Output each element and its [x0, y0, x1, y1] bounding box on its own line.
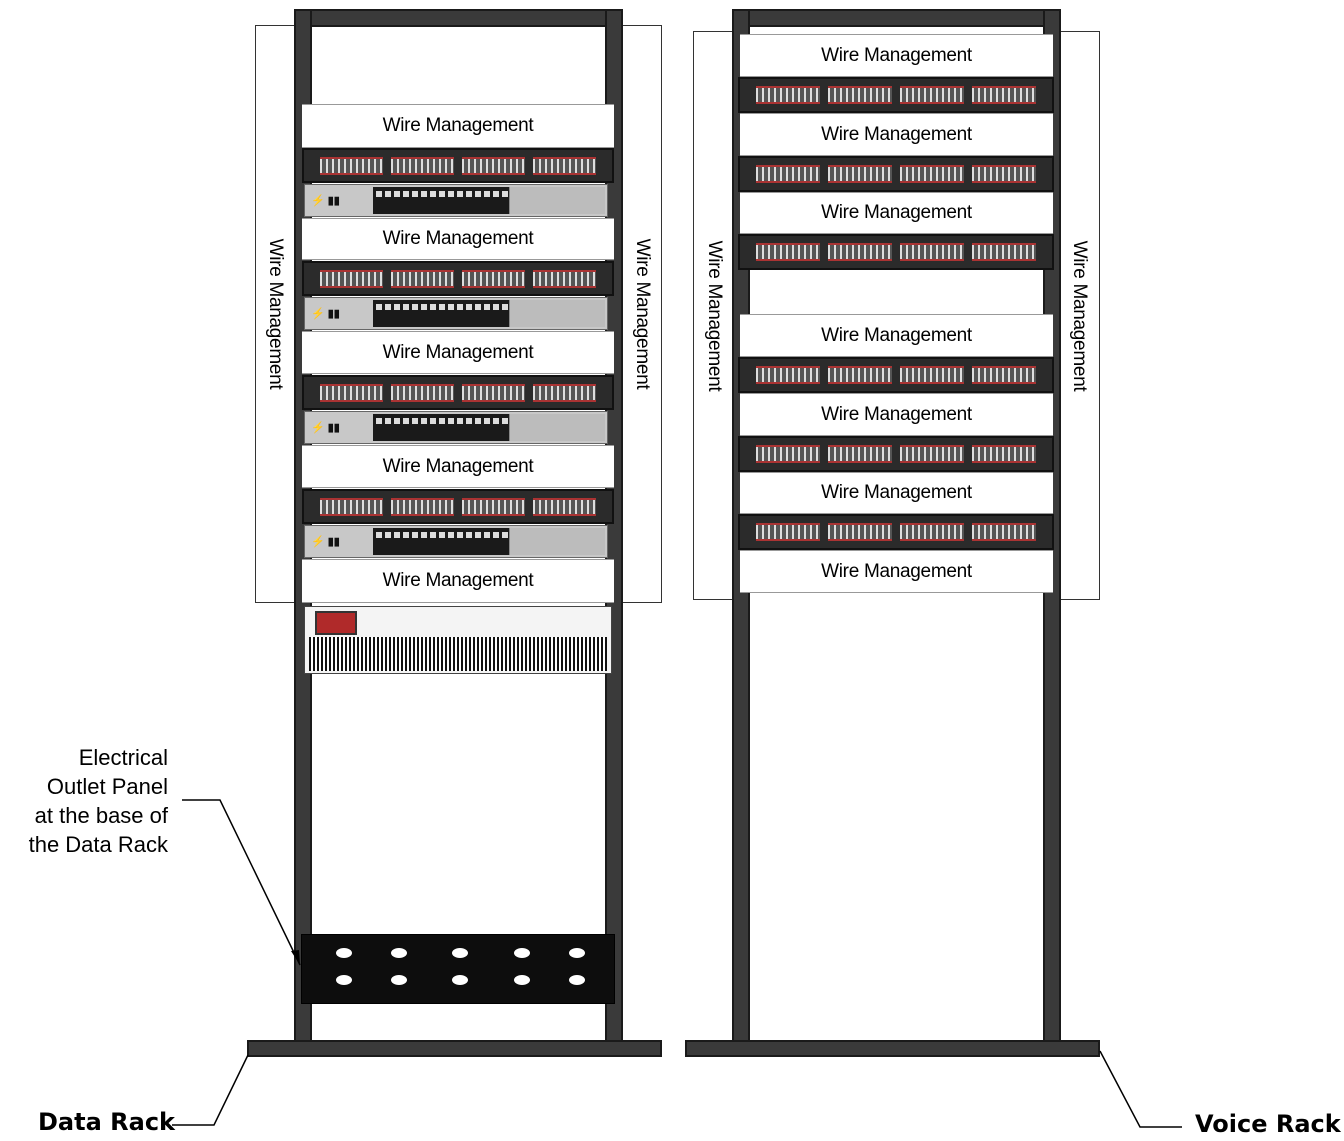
voice-rack-wire-management: Wire Management — [740, 393, 1053, 436]
voice-rack-wire-management: Wire Management — [740, 472, 1053, 514]
data-rack-wire-management: Wire Management — [302, 218, 614, 260]
wire-management-label: Wire Management — [382, 341, 534, 363]
data-rack-wire-management: Wire Management — [302, 104, 614, 148]
data-patch-panel — [302, 261, 614, 296]
switch-logo-icon: ⚡ ▮▮ — [311, 422, 340, 434]
arrowhead-icon — [291, 950, 300, 965]
voice-rack-wire-management: Wire Management — [740, 113, 1053, 156]
wire-management-label: Wire Management — [821, 123, 972, 145]
outlet-icon — [391, 948, 407, 958]
switch-ports — [373, 187, 509, 214]
wire-management-label: Wire Management — [821, 403, 972, 425]
outlet-icon — [514, 975, 530, 985]
switch-ports — [373, 528, 509, 555]
electrical-outlet-panel — [301, 934, 615, 1004]
ups-vents — [309, 637, 607, 671]
callout-line: Outlet Panel — [46, 774, 168, 799]
voice-rack-wire-management: Wire Management — [740, 34, 1053, 77]
switch-ports — [373, 300, 509, 327]
data-rack-leader — [172, 1054, 249, 1126]
voice-patch-panel — [738, 234, 1054, 270]
outlet-icon — [452, 948, 468, 958]
switch-logo-icon: ⚡ ▮▮ — [311, 308, 340, 320]
voice-patch-panel — [738, 156, 1054, 192]
data-patch-panel — [302, 375, 614, 410]
wire-management-label: Wire Management — [821, 44, 972, 66]
wire-management-label: Wire Management — [382, 570, 534, 591]
network-switch: ⚡ ▮▮ — [304, 525, 608, 558]
voice-rack-label: Voice Rack — [1195, 1110, 1341, 1138]
wire-management-label: Wire Management — [382, 115, 534, 136]
voice-patch-panel — [738, 77, 1054, 113]
voice-rack-wire-management: Wire Management — [740, 550, 1053, 593]
data-rack-base — [247, 1040, 662, 1057]
outlet-icon — [391, 975, 407, 985]
outlet-icon — [514, 948, 530, 958]
voice-rack-wire-management: Wire Management — [740, 192, 1053, 234]
data-patch-panel — [302, 489, 614, 524]
ups-indicator-icon — [315, 611, 357, 635]
outlet-icon — [336, 975, 352, 985]
switch-logo-icon: ⚡ ▮▮ — [311, 536, 340, 548]
switch-ports — [373, 414, 509, 441]
wire-management-label: Wire Management — [821, 560, 972, 582]
data-rack-label: Data Rack — [38, 1108, 176, 1136]
voice-patch-panel — [738, 357, 1054, 393]
voice-patch-panel — [738, 436, 1054, 472]
outlet-callout: Electrical Outlet Panel at the base of t… — [29, 743, 168, 859]
data-rack-wire-management: Wire Management — [302, 331, 614, 374]
outlet-icon — [569, 975, 585, 985]
data-rack-wire-management: Wire Management — [302, 559, 614, 603]
wire-management-label: Wire Management — [382, 228, 534, 249]
wire-management-label: Wire Management — [821, 482, 972, 503]
voice-rack-left-wire-management: Wire Management — [693, 31, 735, 600]
ups-unit — [304, 606, 612, 674]
wire-management-label: Wire Management — [821, 202, 972, 223]
outlet-callout-leader — [182, 799, 301, 966]
callout-line: at the base of — [34, 803, 168, 828]
callout-line: Electrical — [78, 745, 168, 770]
voice-rack-base — [685, 1040, 1100, 1057]
network-switch: ⚡ ▮▮ — [304, 297, 608, 330]
wire-management-label: Wire Management — [382, 455, 534, 477]
callout-line: the Data Rack — [28, 832, 168, 857]
voice-patch-panel — [738, 514, 1054, 550]
network-switch: ⚡ ▮▮ — [304, 184, 608, 217]
data-rack-left-wire-management: Wire Management — [255, 25, 295, 603]
data-patch-panel — [302, 148, 614, 183]
voice-rack-wire-management: Wire Management — [740, 314, 1053, 357]
outlet-icon — [569, 948, 585, 958]
wire-management-label: Wire Management — [821, 324, 972, 346]
data-rack-wire-management: Wire Management — [302, 445, 614, 488]
voice-rack-leader — [1099, 1050, 1182, 1128]
outlet-icon — [336, 948, 352, 958]
network-switch: ⚡ ▮▮ — [304, 411, 608, 444]
switch-logo-icon: ⚡ ▮▮ — [311, 195, 340, 207]
outlet-icon — [452, 975, 468, 985]
